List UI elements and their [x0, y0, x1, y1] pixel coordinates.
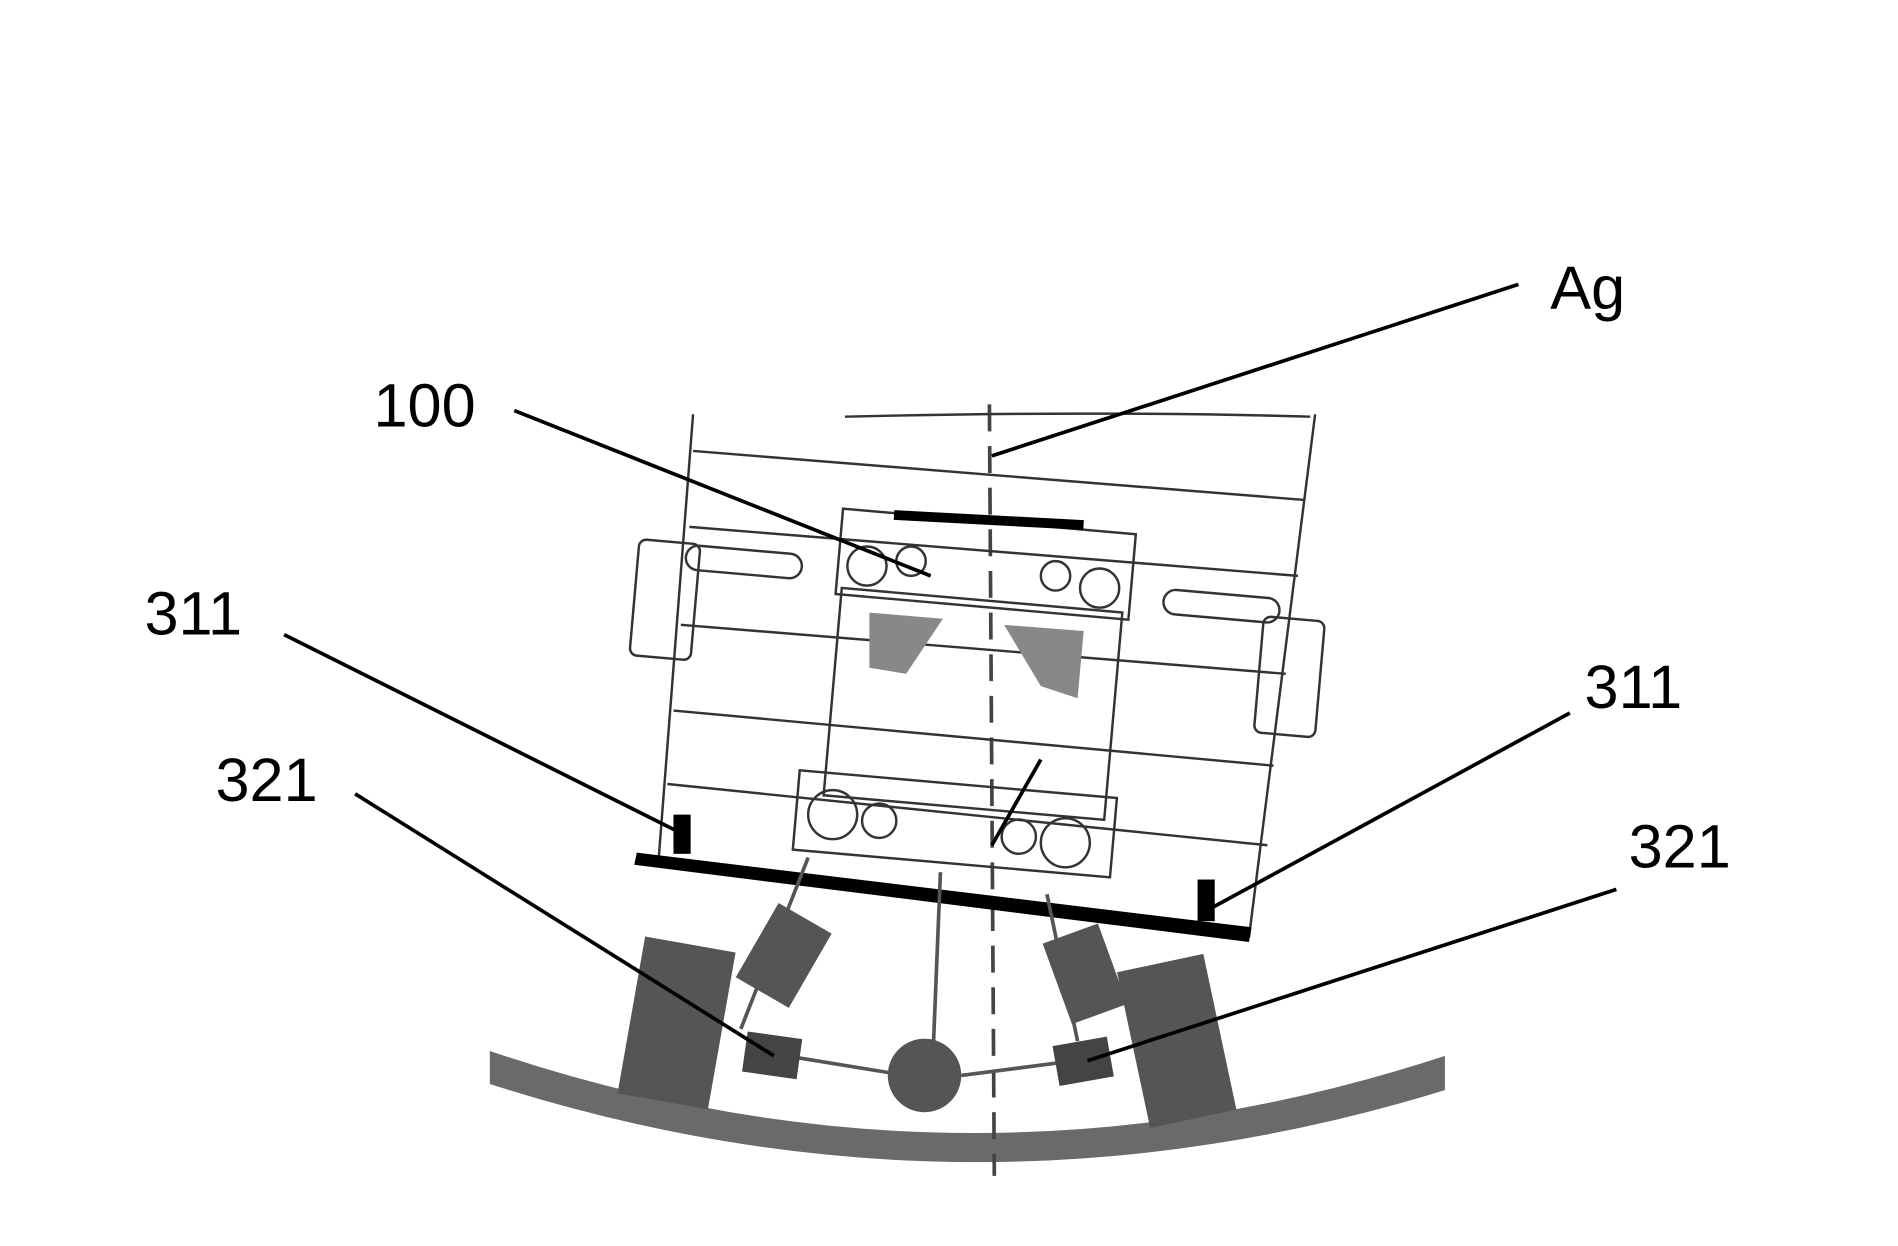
label-321-right: 321	[1629, 812, 1731, 880]
cylinder-right	[1042, 923, 1128, 1025]
label-311-left: 311	[144, 580, 242, 648]
label-100: 100	[373, 371, 475, 439]
base-plate	[634, 852, 1252, 942]
block-left	[617, 936, 736, 1110]
sensor-left	[673, 814, 691, 854]
leader-ag	[991, 282, 1519, 458]
label-311-right: 311	[1585, 653, 1683, 721]
leader-321-left	[354, 792, 775, 1058]
leader-321-right	[1086, 887, 1617, 1063]
gravity-axis	[987, 404, 997, 1176]
actuator-right	[1052, 1036, 1114, 1086]
sensor-right	[1197, 879, 1215, 922]
leader-100	[513, 408, 932, 578]
block-right	[1117, 953, 1237, 1128]
mesh-right	[1004, 624, 1084, 699]
label-321-left: 321	[216, 746, 318, 814]
label-ag: Ag	[1550, 254, 1625, 322]
leader-311-right	[1208, 711, 1571, 911]
mesh-left	[869, 612, 943, 674]
pendulum-rod	[931, 872, 943, 1054]
curved-rail	[489, 1050, 1445, 1163]
cylinder-left	[735, 903, 832, 1008]
vehicle-body	[628, 412, 1326, 938]
top-plate	[893, 510, 1084, 530]
pendulum-mass	[887, 1038, 962, 1113]
leader-311-left	[283, 632, 682, 835]
